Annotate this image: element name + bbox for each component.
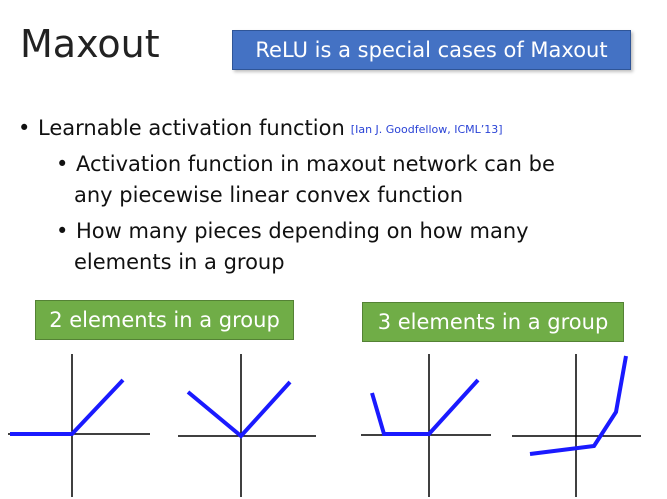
sub-bullet-activation: • Activation function in maxout network c… [56,149,646,211]
sub-bullet-line: elements in a group [74,250,285,274]
bullet-learnable: • Learnable activation function [Ian J. Go… [18,116,503,140]
bullet-dot: • [18,116,31,140]
activation-plots [8,354,641,497]
bullet-dot: • [56,219,69,243]
plot4-three-piece-curve [529,355,628,456]
citation: [Ian J. Goodfellow, ICML’13] [350,123,503,136]
two-elements-badge: 2 elements in a group [35,300,294,340]
sub-bullet-line: How many pieces depending on how many [76,219,529,243]
three-elements-badge: 3 elements in a group [362,302,624,342]
bullet-dot: • [56,152,69,176]
sub-bullet-pieces: • How many pieces depending on how many e… [56,216,646,278]
slide-title: Maxout [20,22,160,66]
plot3-three-piece-curve [370,378,480,436]
bullet-text: Learnable activation function [38,116,345,140]
sub-bullet-line: Activation function in maxout network ca… [76,152,555,176]
sub-bullet-line: any piecewise linear convex function [74,183,464,207]
plot2-abs-curve [186,380,292,439]
plot1-relu-curve [10,378,125,436]
relu-callout: ReLU is a special cases of Maxout [232,30,631,70]
